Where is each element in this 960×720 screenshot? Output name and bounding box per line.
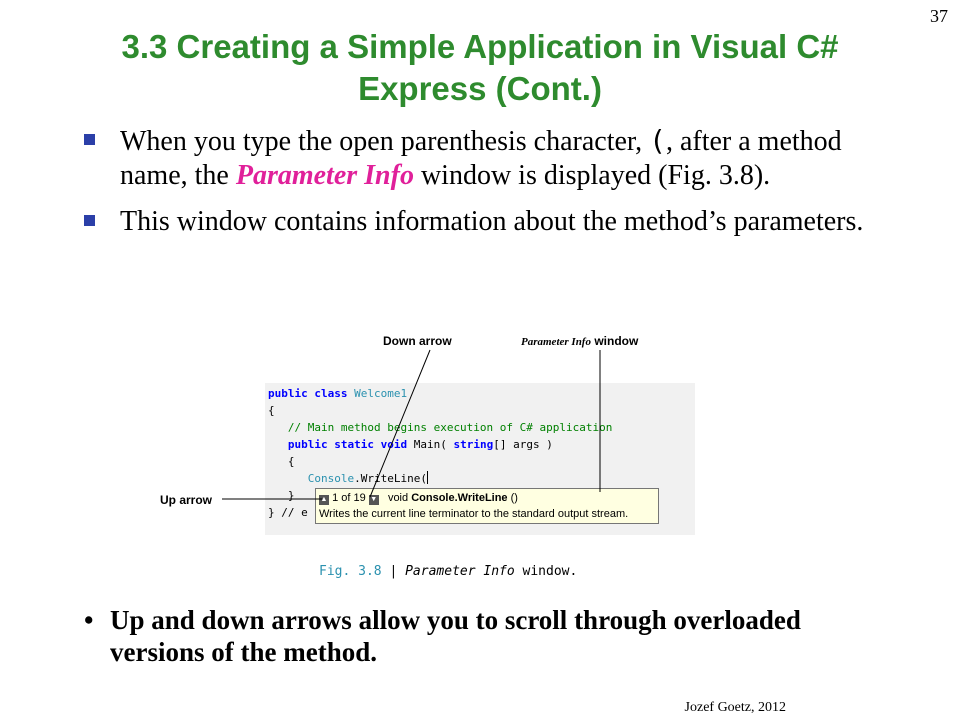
slide-number: 37: [930, 6, 948, 26]
signature-prefix: void: [387, 492, 412, 504]
parameter-info-popup: ▲ 1 of 19 ▼ void Console.WriteLine () Wr…: [315, 488, 659, 524]
code-type: Welcome1: [354, 387, 408, 400]
code-text: .WriteLine(: [354, 472, 427, 485]
callout-up-arrow: Up arrow: [160, 493, 213, 507]
paren-char: (: [649, 124, 666, 157]
square-bullet-icon: [84, 215, 95, 226]
code-comment: // Main method begins execution of C# ap…: [287, 421, 613, 434]
caption-rest: window.: [514, 564, 578, 579]
code-type: Console: [307, 472, 355, 485]
code-text: {: [287, 455, 295, 468]
up-arrow-icon[interactable]: ▲: [319, 495, 329, 505]
overload-counter: 1 of 19: [332, 492, 366, 504]
down-arrow-icon[interactable]: ▼: [368, 495, 379, 505]
text-caret: [426, 471, 428, 484]
bullet-text: This window contains information about t…: [120, 206, 864, 237]
footer-credit: Jozef Goetz, 2012: [684, 700, 786, 715]
bullet-text-part: When you type the open parenthesis chara…: [120, 126, 650, 157]
bullet-item: When you type the open parenthesis chara…: [82, 124, 872, 193]
callout-rest-part: window: [590, 334, 639, 348]
signature-name: Console.WriteLine: [411, 492, 508, 504]
bullet-text-part: window is displayed (Fig. 3.8).: [413, 160, 771, 191]
code-line: {: [268, 404, 275, 417]
code-line: public static void Main( string[] args ): [268, 436, 612, 453]
code-line: } // e: [268, 504, 612, 521]
bullet-item: This window contains information about t…: [82, 205, 872, 239]
square-bullet-icon: [84, 134, 95, 145]
bullet-list: When you type the open parenthesis chara…: [82, 124, 872, 251]
code-line: Console.WriteLine(: [268, 470, 612, 487]
round-bullet-icon: •: [84, 605, 94, 635]
title-line-2: Express (Cont.): [358, 70, 602, 107]
callout-down-arrow: Down arrow: [383, 334, 452, 348]
title-line-1: 3.3 Creating a Simple Application in Vis…: [121, 28, 839, 65]
caption-separator: |: [381, 564, 406, 579]
bullet-text-part: , after a method name, the: [120, 126, 842, 191]
parameter-info-emphasis: Parameter Info: [235, 160, 414, 191]
bottom-bullet: • Up and down arrows allow you to scroll…: [84, 604, 804, 668]
code-text: Main(: [413, 438, 447, 451]
popup-signature-row: ▲ 1 of 19 ▼ void Console.WriteLine (): [319, 490, 655, 506]
code-keyword: string: [453, 438, 494, 451]
figure-label: Fig. 3.8: [319, 564, 382, 579]
code-keyword: public class: [268, 387, 348, 400]
signature-suffix: (): [507, 492, 518, 504]
figure-caption: Fig. 3.8 | Parameter Info window.: [319, 564, 577, 579]
code-text: }: [287, 489, 295, 502]
slide-title: 3.3 Creating a Simple Application in Vis…: [40, 26, 920, 110]
code-text: } // e: [268, 506, 308, 519]
bottom-bullet-text: Up and down arrows allow you to scroll t…: [110, 605, 801, 667]
callout-parameter-info-window: Parameter Info window: [521, 334, 638, 348]
caption-italic: Parameter Info: [405, 564, 515, 579]
code-text: [] args ): [493, 438, 553, 451]
code-keyword: public static void: [287, 438, 408, 451]
code-line: public class Welcome1: [268, 385, 612, 402]
callout-italic-part: Parameter Info: [521, 336, 591, 348]
code-line: }: [268, 487, 612, 504]
popup-description: Writes the current line terminator to th…: [319, 508, 629, 520]
code-line: {: [268, 453, 612, 470]
code-line: // Main method begins execution of C# ap…: [268, 419, 613, 436]
